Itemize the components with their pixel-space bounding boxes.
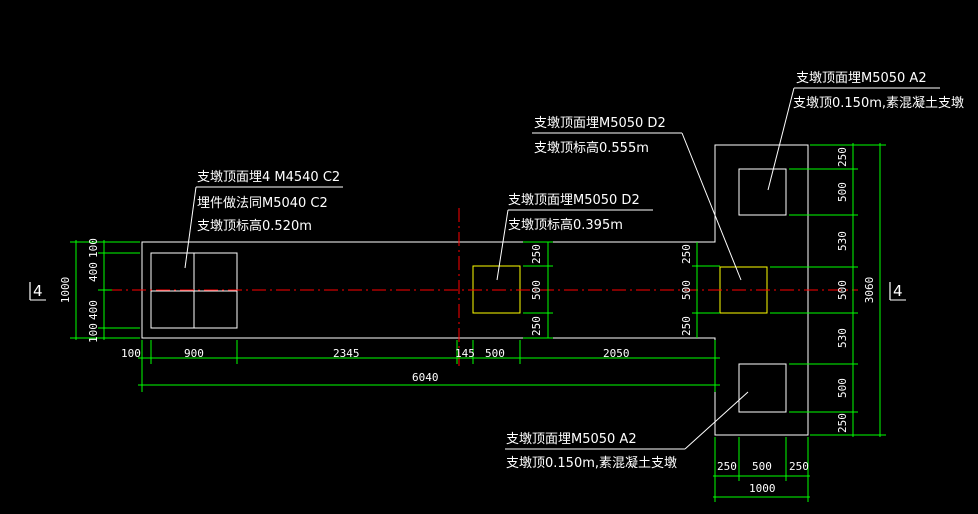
dim-bottom-total: 6040 (412, 371, 439, 384)
dim-mid-b: 500 (530, 280, 543, 300)
dim-base-a: 250 (717, 460, 737, 473)
dim-rmid-b: 500 (680, 280, 693, 300)
bottom-right-pier (738, 363, 787, 413)
section-mark-right: 4 (889, 282, 906, 301)
annotation-right-embed: 支墩顶面埋M5050 D2 支墩顶标高0.555m (534, 116, 666, 156)
dim-base-c: 250 (789, 460, 809, 473)
dim-left-c: 400 (87, 300, 100, 320)
dim-rmid-a: 250 (680, 244, 693, 264)
note-mid-line2: 支墩顶标高0.395m (508, 217, 623, 233)
section-mark-left-label: 4 (33, 282, 43, 300)
dim-mid-c: 250 (530, 316, 543, 336)
dim-right-g: 250 (836, 413, 849, 433)
centerlines (108, 208, 858, 370)
note-bottom-right-line1: 支墩顶面埋M5050 A2 (506, 432, 637, 447)
dim-bottom-a: 100 (121, 347, 141, 360)
annotation-mid-embed: 支墩顶面埋M5050 D2 支墩顶标高0.395m (508, 193, 640, 233)
annotation-left-embed: 支墩顶面埋4 M4540 C2 埋件做法同M5040 C2 支墩顶标高0.520… (197, 170, 340, 234)
dim-right-b: 500 (836, 182, 849, 202)
dim-rmid-c: 250 (680, 316, 693, 336)
annotation-bottom-right: 支墩顶面埋M5050 A2 支墩顶0.150m,素混凝土支墩 (506, 432, 677, 471)
annotation-top-right: 支墩顶面埋M5050 A2 支墩顶0.150m,素混凝土支墩 (793, 71, 964, 111)
dim-base-b: 500 (752, 460, 772, 473)
note-top-right-line2: 支墩顶0.150m,素混凝土支墩 (793, 95, 964, 111)
note-mid-line1: 支墩顶面埋M5050 D2 (508, 193, 640, 208)
dim-right-d: 500 (836, 280, 849, 300)
dimension-lines (70, 143, 886, 502)
dim-right-f: 500 (836, 378, 849, 398)
note-left-line3: 支墩顶标高0.520m (197, 218, 312, 234)
dim-bottom-e: 500 (485, 347, 505, 360)
dim-left-total: 1000 (59, 277, 72, 304)
note-left-line2: 埋件做法同M5040 C2 (197, 196, 328, 211)
dim-right-e: 530 (836, 328, 849, 348)
note-bottom-right-line2: 支墩顶0.150m,素混凝土支墩 (506, 455, 677, 471)
dim-right-a: 250 (836, 147, 849, 167)
top-right-pier (738, 168, 787, 216)
dim-left-b: 400 (87, 262, 100, 282)
section-mark-left: 4 (29, 282, 46, 301)
note-top-right-line1: 支墩顶面埋M5050 A2 (796, 71, 927, 86)
leader-lines (184, 87, 940, 450)
dim-mid-a: 250 (530, 244, 543, 264)
dim-right-c: 530 (836, 231, 849, 251)
dim-bottom-b: 900 (184, 347, 204, 360)
note-left-line1: 支墩顶面埋4 M4540 C2 (197, 170, 340, 185)
dim-left-a: 100 (87, 238, 100, 258)
dim-base-total: 1000 (749, 482, 776, 495)
dim-bottom-f: 2050 (603, 347, 630, 360)
section-mark-right-label: 4 (893, 282, 903, 300)
dim-right-total: 3060 (863, 277, 876, 304)
note-right-line2: 支墩顶标高0.555m (534, 140, 649, 156)
beam-and-slab-outline (141, 144, 809, 436)
dim-left-d: 100 (87, 323, 100, 343)
dim-bottom-c: 2345 (333, 347, 360, 360)
dimension-texts: 1000 100 400 400 100 100 900 2345 145 50… (59, 147, 876, 495)
note-right-line1: 支墩顶面埋M5050 D2 (534, 116, 666, 131)
dim-bottom-d: 145 (455, 347, 475, 360)
